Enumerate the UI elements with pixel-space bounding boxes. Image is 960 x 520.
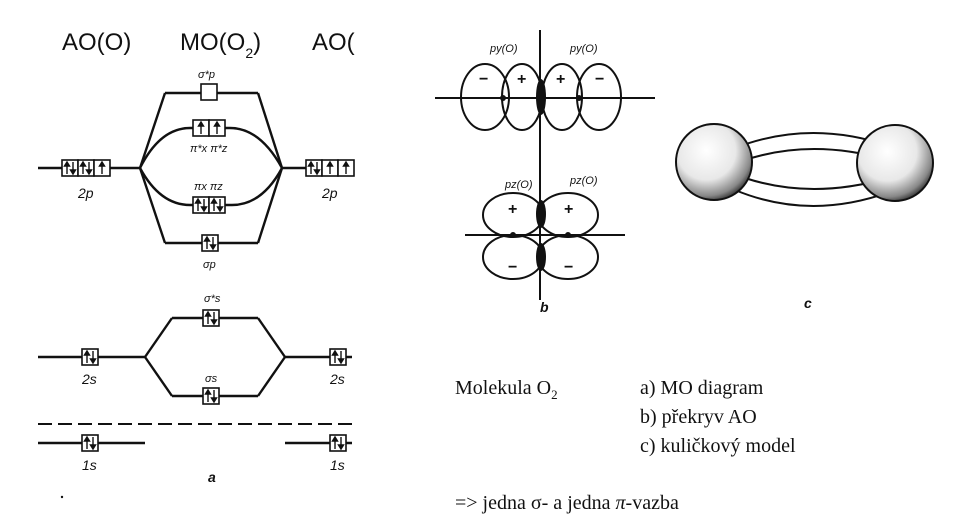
- ao-right-header: AO(: [312, 29, 355, 56]
- caption-molecule: Molekula O2: [455, 377, 558, 402]
- spin-pair-icon: [307, 160, 321, 176]
- spin-up-icon: [326, 160, 334, 174]
- label-2p-right: 2p: [321, 185, 338, 201]
- spin-pair-icon: [204, 310, 218, 326]
- label-2s-right: 2s: [329, 371, 345, 387]
- caption-item-a: a) MO diagram: [640, 377, 764, 399]
- nucleus-dot: [500, 95, 506, 101]
- nucleus-dot: [565, 232, 571, 238]
- spin-up-icon: [213, 120, 221, 134]
- label-2p-left: 2p: [77, 185, 94, 201]
- panel-label-c: c: [804, 295, 812, 311]
- panel-label-b: b: [540, 299, 549, 315]
- sign-py-4: −: [595, 71, 604, 88]
- panel-label-a: a: [208, 469, 216, 485]
- orbital-box-sigma-p-star: [200, 83, 218, 101]
- spin-pair-icon: [83, 349, 97, 365]
- pz-overlap-shade-bottom: [536, 243, 546, 271]
- py-lobe-1: [460, 63, 510, 131]
- spin-pair-icon: [331, 349, 345, 365]
- atom-right: [856, 124, 934, 202]
- spin-pair-icon: [83, 435, 97, 451]
- spin-up-icon: [98, 160, 106, 174]
- label-pz-right: pz(O): [569, 175, 598, 187]
- spin-pair-icon: [79, 160, 93, 176]
- caption-item-c: c) kuličkový model: [640, 435, 796, 457]
- spin-up-icon: [197, 120, 205, 134]
- label-pz-left: pz(O): [504, 179, 533, 191]
- spin-pair-icon: [210, 197, 224, 213]
- nucleus-dot: [576, 95, 582, 101]
- caption-conclusion: => jedna σ- a jedna π-vazba: [455, 492, 679, 514]
- mo-header: MO(O2): [180, 29, 261, 61]
- label-sigma-s-star: σ*s: [204, 293, 221, 305]
- sign-py-1: −: [479, 71, 488, 88]
- py-overlap-shade: [536, 79, 546, 115]
- label-pi-star: π*x π*z: [190, 143, 228, 155]
- sign-pz-4: −: [564, 259, 573, 276]
- spin-up-icon: [342, 160, 350, 174]
- label-1s-left: 1s: [82, 457, 97, 473]
- sign-py-2: +: [517, 71, 526, 88]
- spin-pair-icon: [203, 235, 217, 251]
- spin-pair-icon: [63, 160, 77, 176]
- ao-left-header: AO(O): [62, 29, 131, 56]
- label-py-right: py(O): [569, 43, 598, 55]
- electron-spin-arrows: [63, 120, 350, 451]
- label-py-left: py(O): [489, 43, 518, 55]
- label-sigma-p: σp: [203, 259, 216, 271]
- atom-left: [675, 123, 753, 201]
- spin-pair-icon: [194, 197, 208, 213]
- pz-overlap-shade-top: [536, 200, 546, 228]
- caption-item-b: b) překryv AO: [640, 406, 757, 428]
- nucleus-dot: [510, 232, 516, 238]
- label-1s-right: 1s: [330, 457, 345, 473]
- spin-pair-icon: [204, 388, 218, 404]
- label-pi: πx πz: [194, 181, 223, 193]
- sign-pz-1: +: [508, 201, 517, 218]
- label-sigma-s: σs: [205, 373, 218, 385]
- sign-pz-2: +: [564, 201, 573, 218]
- spin-pair-icon: [331, 435, 345, 451]
- sign-pz-3: −: [508, 259, 517, 276]
- label-sigma-p-star: σ*p: [198, 69, 215, 81]
- label-2s-left: 2s: [81, 371, 97, 387]
- stray-dot: [60, 495, 64, 499]
- sign-py-3: +: [556, 71, 565, 88]
